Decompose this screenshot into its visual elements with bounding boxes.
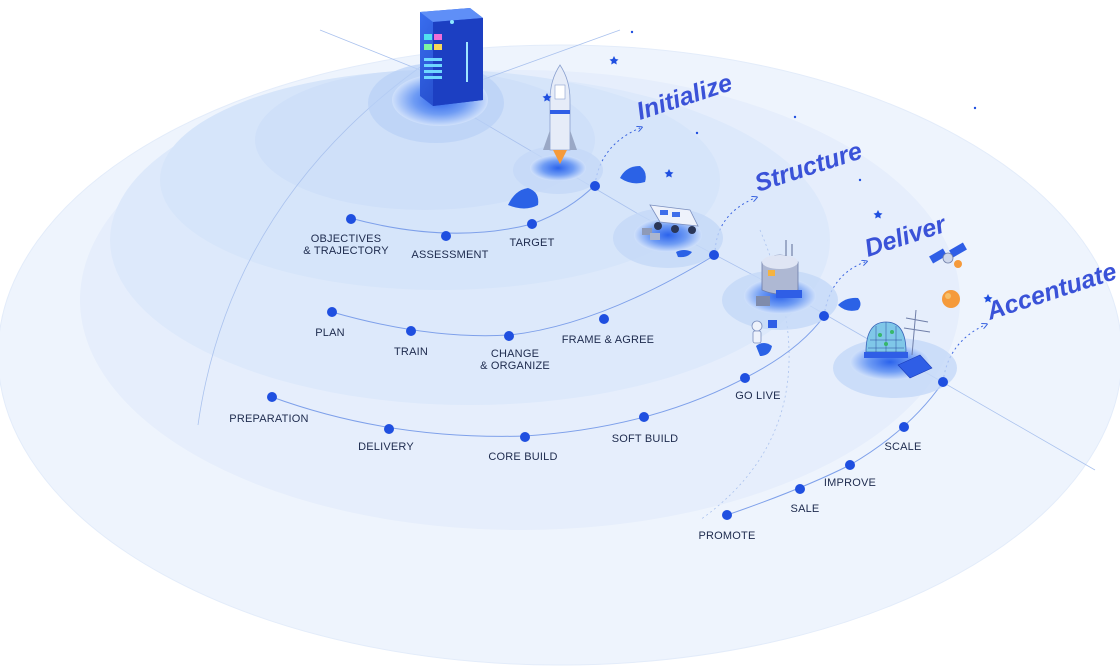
rover-icon [613,204,723,268]
step-dot [599,314,609,324]
orbit-rings [0,44,1120,666]
step-label: SCALE [884,441,921,453]
step-label: PROMOTE [698,530,755,542]
step-dot [520,432,530,442]
deliver-step-labels: PREPARATION DELIVERY CORE BUILD SOFT BUI… [229,390,780,463]
step-dot [795,484,805,494]
step-dot [639,412,649,422]
step-label: CHANGE [491,348,539,360]
step-dot [590,181,600,191]
step-label: TARGET [510,237,555,249]
step-dot [819,311,829,321]
solar-panel-icon [897,309,933,379]
step-label: ASSESSMENT [411,249,488,261]
step-label: & ORGANIZE [480,360,550,372]
step-label: CORE BUILD [488,451,557,463]
step-dot [346,214,356,224]
rock-icon [508,166,861,311]
planet-icon [942,290,960,308]
deliver-track [271,315,825,437]
initialize-track [349,184,596,234]
star-icon [542,30,993,303]
deliver-arrow [823,262,865,317]
step-label: & TRAJECTORY [303,245,389,257]
step-label: FRAME & AGREE [562,334,654,346]
initialize-step-labels: OBJECTIVES & TRAJECTORY ASSESSMENT TARGE… [303,233,554,261]
step-label: PLAN [315,327,345,339]
step-dot [441,231,451,241]
step-label: PREPARATION [229,413,308,425]
step-dot [327,307,337,317]
satellite-icon [929,242,967,268]
step-dot [267,392,277,402]
step-label: TRAIN [394,346,428,358]
step-dot [938,377,948,387]
step-dot [709,250,719,260]
step-dot [406,326,416,336]
step-dot [722,510,732,520]
accentuate-arrow [942,325,985,383]
step-dot [899,422,909,432]
step-dots [267,181,948,520]
structure-arrow [714,198,755,256]
step-dot [740,373,750,383]
accentuate-step-labels: PROMOTE SALE IMPROVE SCALE [698,441,921,542]
step-dot [504,331,514,341]
step-label: OBJECTIVES [311,233,381,245]
step-label: DELIVERY [358,441,414,453]
step-dot [527,219,537,229]
astronaut-icon [751,320,777,356]
server-rack-icon [368,8,504,143]
step-label: IMPROVE [824,477,876,489]
rocket-icon [513,64,603,194]
step-dot [845,460,855,470]
step-label: SALE [791,503,820,515]
structure-step-labels: PLAN TRAIN CHANGE & ORGANIZE FRAME & AGR… [315,327,654,372]
step-label: SOFT BUILD [612,433,679,445]
space-station-icon [722,240,838,330]
step-label: GO LIVE [735,390,780,402]
step-dot [384,424,394,434]
